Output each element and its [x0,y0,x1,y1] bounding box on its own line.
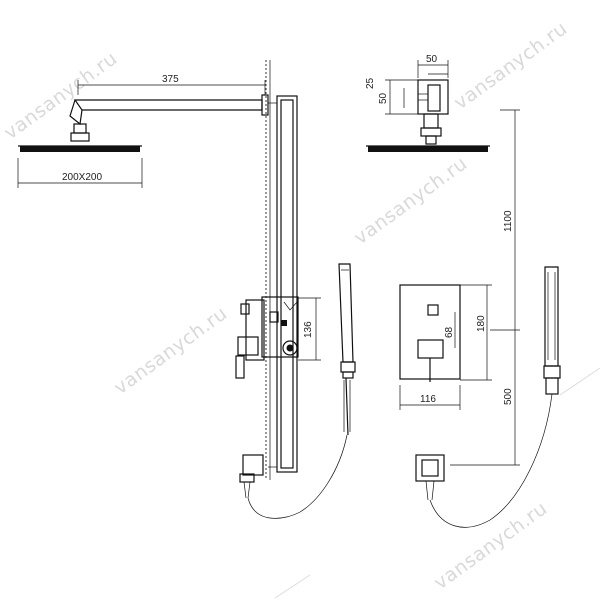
arm-side-dimension: 50 [378,79,418,115]
plate-width-dimension: 116 [399,385,461,410]
rail-height-dimension: 1100 [500,109,520,330]
arm-inner-dimension: 25 [365,73,448,89]
watermarks: vansanych.ru vansanych.ru vansanych.ru v… [0,17,601,599]
plate-height-label: 180 [476,315,487,332]
knob-offset-label: 68 [444,326,455,338]
hose [247,434,348,519]
arm-height-label: 50 [378,92,389,104]
front-view: 375 200X200 [17,60,356,519]
valve-height-label: 136 [303,321,314,338]
arm-length-dimension: 375 [77,74,266,95]
arm-inner-label: 25 [365,77,376,89]
hand-shower-side [543,266,561,395]
hose-side [429,393,553,528]
diverter-valve [235,296,299,379]
outlet-height-label: 500 [503,388,514,405]
hand-shower [338,263,356,436]
watermark: vansanych.ru [110,302,231,399]
valve-height-dimension: 136 [298,297,321,361]
arm-section [417,79,449,145]
watermark: vansanych.ru [350,152,471,249]
wall-outlet [239,454,264,499]
head-size-dimension: 200X200 [17,158,143,188]
plate-width-label: 116 [420,394,436,405]
wall-outlet-side [415,454,445,501]
watermark: vansanych.ru [430,497,551,594]
rail-height-label: 1100 [503,210,514,232]
rain-shower-head-side [366,145,490,152]
valve-plate [399,284,461,382]
head-connector [70,123,90,142]
knob-offset-dimension: 68 [444,312,456,348]
watermark: vansanych.ru [0,47,121,144]
watermark: vansanych.ru [450,17,571,114]
arm-width-label: 50 [426,54,438,65]
rain-shower-head [18,145,142,152]
arm-top-dimension: 50 [417,54,449,78]
shower-arm [69,94,269,126]
outlet-height-dimension: 500 [450,329,520,466]
head-size-label: 200X200 [62,172,102,183]
plate-height-dimension: 180 [460,284,492,381]
vertical-rail [268,95,298,473]
side-view: 50 25 50 [365,54,561,528]
arm-length-label: 375 [162,74,179,85]
